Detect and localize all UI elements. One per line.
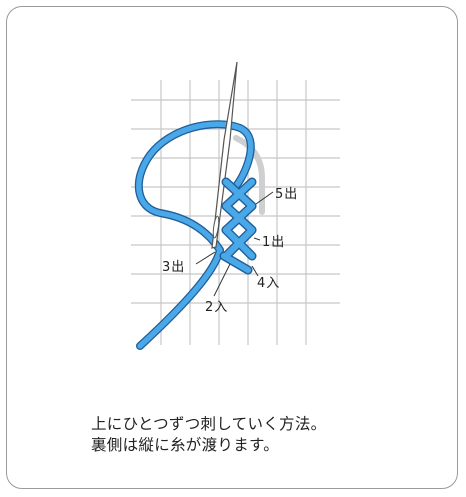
caption-line-2: 裏側は縦に糸が渡ります。 [91,436,280,454]
needle-icon [211,61,238,249]
label-3-out: 3出 [162,260,185,275]
label-1-out: 1出 [262,235,285,250]
back-thread [233,135,265,215]
caption: 上にひとつずつ刺していく方法。 裏側は縦に糸が渡ります。 [91,414,431,456]
cross-stitches [219,177,257,275]
caption-line-1: 上にひとつずつ刺していく方法。 [91,415,327,433]
label-5-out: 5出 [275,187,298,202]
thread-loop [134,120,255,350]
label-2-in: 2入 [205,300,228,315]
label-leaders [195,191,274,297]
label-4-in: 4入 [257,276,280,291]
